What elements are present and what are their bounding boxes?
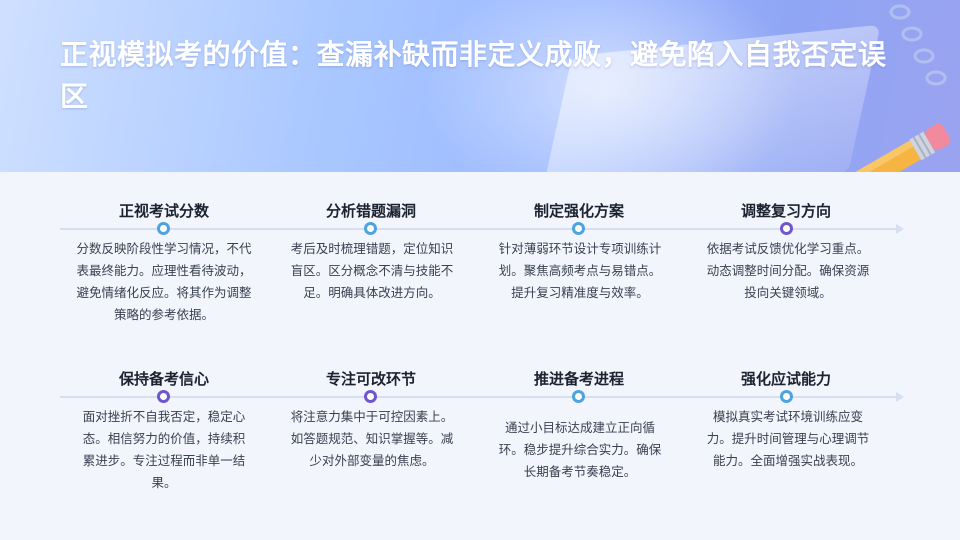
timeline-dot	[157, 222, 170, 235]
timeline-row-2	[60, 392, 904, 402]
step-description: 依据考试反馈优化学习重点。动态调整时间分配。确保资源投向关键领域。	[706, 241, 870, 300]
step-controllable: 专注可改环节	[281, 369, 461, 389]
step-analysis: 分析错题漏洞	[281, 201, 461, 221]
step-progress: 推进备考进程	[489, 369, 669, 389]
timeline-dot	[572, 390, 585, 403]
step-title: 强化应试能力	[740, 370, 831, 388]
timeline-row-1	[60, 224, 904, 234]
header-banner: 正视模拟考的价值：查漏补缺而非定义成败，避免陷入自我否定误区	[0, 0, 960, 172]
page-title: 正视模拟考的价值：查漏补缺而非定义成败，避免陷入自我否定误区	[60, 38, 887, 113]
step-description: 针对薄弱环节设计专项训练计划。聚焦高频考点与易错点。提升复习精准度与效率。	[498, 241, 662, 300]
step-direction: 调整复习方向	[696, 201, 876, 221]
timeline-dot	[364, 390, 377, 403]
step-plan: 制定强化方案	[489, 201, 669, 221]
step-score: 正视考试分数	[74, 201, 254, 221]
step-title: 制定强化方案	[533, 202, 624, 220]
step-description: 分数反映阶段性学习情况，不代表最终能力。应理性看待波动，避免情绪化反应。将其作为…	[76, 241, 252, 322]
step-description: 通过小目标达成建立正向循环。稳步提升综合实力。确保长期备考节奏稳定。	[498, 420, 662, 479]
pencil-notebook-illustration	[814, 4, 951, 172]
step-confidence: 保持备考信心	[74, 369, 254, 389]
step-title: 分析错题漏洞	[325, 202, 416, 220]
step-description: 将注意力集中于可控因素上。如答题规范、知识掌握等。减少对外部变量的焦虑。	[290, 409, 454, 468]
step-title: 调整复习方向	[740, 202, 831, 220]
notebook-rings-icon	[889, 4, 947, 86]
timeline-dot	[157, 390, 170, 403]
step-description: 面对挫折不自我否定，稳定心态。相信努力的价值，持续积累进步。专注过程而非单一结果…	[82, 409, 246, 490]
step-exam-skills: 强化应试能力	[696, 369, 876, 389]
step-title: 保持备考信心	[118, 370, 209, 388]
step-title: 专注可改环节	[325, 370, 416, 388]
timeline-dot	[780, 390, 793, 403]
timeline-dot	[364, 222, 377, 235]
timeline-dot	[780, 222, 793, 235]
step-title: 推进备考进程	[533, 370, 624, 388]
step-description: 模拟真实考试环境训练应变力。提升时间管理与心理调节能力。全面增强实战表现。	[706, 409, 870, 468]
pencil-icon	[814, 123, 951, 172]
step-description: 考后及时梳理错题，定位知识盲区。区分概念不清与技能不足。明确具体改进方向。	[290, 241, 454, 300]
step-title: 正视考试分数	[118, 202, 209, 220]
timeline-dot	[572, 222, 585, 235]
